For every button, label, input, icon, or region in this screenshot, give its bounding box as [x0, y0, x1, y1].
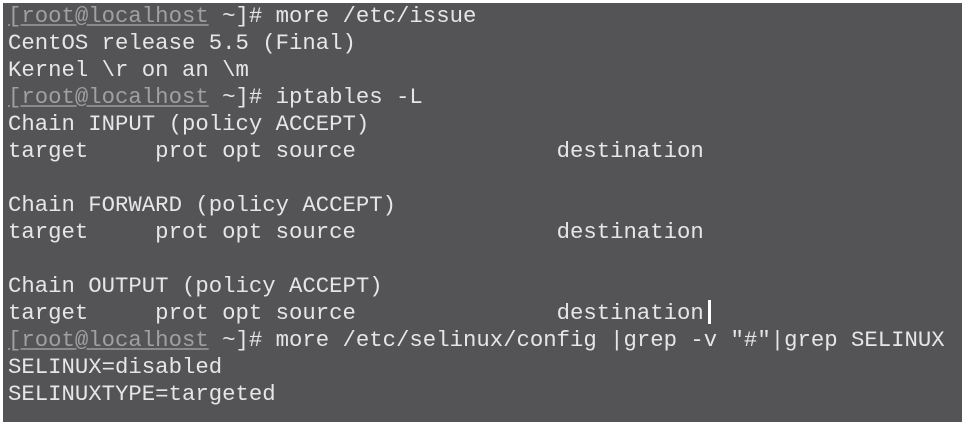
output-line: Chain OUTPUT (policy ACCEPT) — [8, 273, 383, 299]
output-line: SELINUX=disabled — [8, 354, 223, 380]
output-line: SELINUXTYPE=targeted — [8, 381, 276, 407]
output-line: target prot opt source destination — [8, 138, 704, 164]
command-text: more /etc/issue — [275, 3, 477, 29]
text-cursor — [707, 300, 711, 324]
output-line: target prot opt source destination — [8, 219, 704, 245]
output-line: Chain INPUT (policy ACCEPT) — [8, 111, 370, 137]
output-line — [8, 165, 945, 192]
command-line: [root@localhost ~]# iptables -L — [8, 84, 423, 110]
output-line — [8, 246, 945, 273]
output-line: target prot opt source destination — [8, 300, 945, 327]
command-text: more /etc/selinux/config |grep -v "#"|gr… — [275, 327, 945, 353]
command-text: iptables -L — [275, 84, 423, 110]
command-line: [root@localhost ~]# more /etc/selinux/co… — [8, 327, 945, 353]
prompt: [root@localhost — [8, 84, 209, 110]
output-line: Kernel \r on an \m — [8, 57, 249, 83]
terminal-output: [root@localhost ~]# more /etc/issue Cent… — [8, 3, 945, 408]
terminal-window[interactable]: [root@localhost ~]# more /etc/issue Cent… — [3, 3, 962, 422]
prompt: [root@localhost — [8, 327, 209, 353]
command-line: [root@localhost ~]# more /etc/issue — [8, 3, 477, 29]
prompt: [root@localhost — [8, 3, 209, 29]
output-line: CentOS release 5.5 (Final) — [8, 30, 356, 56]
output-line: Chain FORWARD (policy ACCEPT) — [8, 192, 397, 218]
